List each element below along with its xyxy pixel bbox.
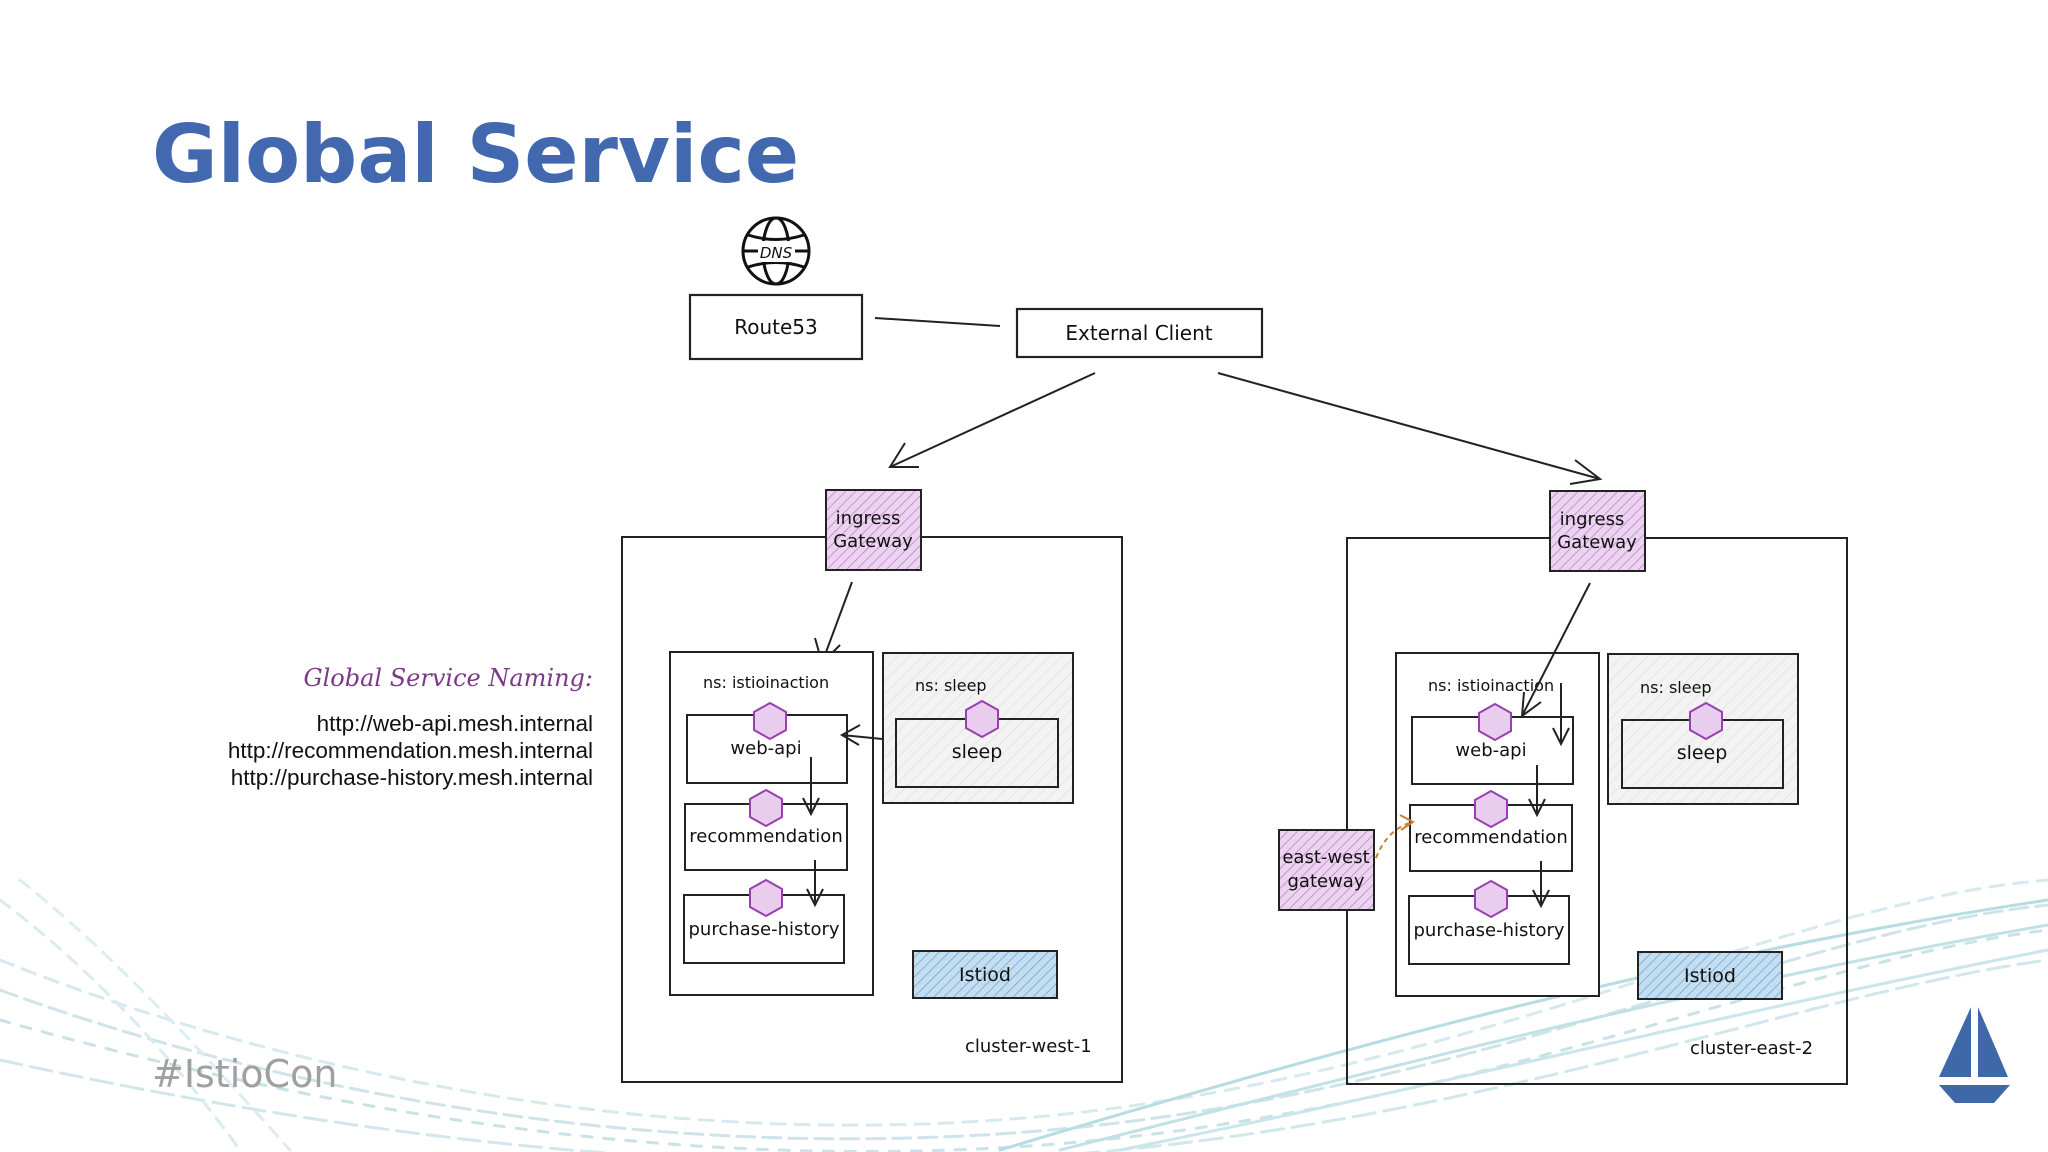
- naming-url-web-api[interactable]: http://web-api.mesh.internal: [316, 711, 593, 736]
- west-ingress-label-line1: ingress: [836, 508, 901, 529]
- west-sleep-hexagon-icon: [965, 699, 999, 739]
- route53-client-link: [874, 317, 1001, 327]
- west-ns-istioinaction-label: ns: istioinaction: [703, 673, 829, 692]
- background-waves: [0, 878, 2048, 1152]
- west-istiod-box[interactable]: [912, 950, 1058, 999]
- east-ingress-label-line1: ingress: [1560, 509, 1625, 530]
- route53-box[interactable]: [688, 293, 864, 361]
- west-ingress-label-line2: Gateway: [833, 531, 913, 552]
- west-web-api-box[interactable]: [686, 714, 848, 784]
- east-west-gateway-arrow: [1375, 814, 1415, 859]
- cluster-east-label: cluster-east-2: [1690, 1038, 1813, 1059]
- west-recommendation-label: recommendation: [689, 826, 842, 847]
- west-web-api-hexagon-icon: [753, 701, 787, 741]
- east-west-gateway-label-line1: east-west: [1282, 847, 1369, 868]
- east-ingress-label-line2: Gateway: [1557, 532, 1637, 553]
- external-client-label: External Client: [1065, 321, 1212, 345]
- naming-url-recommendation[interactable]: http://recommendation.mesh.internal: [227, 738, 593, 763]
- east-web-api-label: web-api: [1455, 740, 1526, 761]
- east-recommendation-hexagon-icon: [1474, 789, 1508, 829]
- west-ingress-gateway[interactable]: [825, 489, 922, 571]
- west-recommendation-hexagon-icon: [749, 788, 783, 828]
- west-ns-sleep-label: ns: sleep: [915, 676, 987, 695]
- global-service-naming: Global Service Naming: http://web-api.me…: [228, 664, 593, 791]
- west-ingress-arrow: [814, 581, 853, 665]
- route53-label: Route53: [734, 315, 818, 339]
- east-ingress-gateway[interactable]: [1549, 490, 1646, 572]
- east-istiod-label: Istiod: [1684, 965, 1736, 987]
- east-web-api-hexagon-icon: [1478, 702, 1512, 742]
- hashtag: #IstioCon: [152, 1052, 338, 1096]
- east-west-gateway-label-line2: gateway: [1288, 871, 1365, 892]
- east-recommendation-label: recommendation: [1414, 827, 1567, 848]
- east-ns-sleep-label: ns: sleep: [1640, 678, 1712, 697]
- external-client-box[interactable]: [1015, 307, 1264, 359]
- istio-logo-icon: [1939, 1007, 2010, 1103]
- dns-label: DNS: [760, 244, 793, 262]
- east-west-gateway[interactable]: [1278, 829, 1375, 911]
- naming-title: Global Service Naming:: [303, 664, 593, 692]
- east-ns-istioinaction-label: ns: istioinaction: [1428, 676, 1554, 695]
- slide-title: Global Service: [152, 108, 800, 201]
- east-sleep-label: sleep: [1677, 742, 1728, 764]
- cluster-west-label: cluster-west-1: [965, 1036, 1092, 1057]
- east-istiod-box[interactable]: [1637, 951, 1783, 1000]
- west-purchase-history-hexagon-icon: [749, 878, 783, 918]
- west-purchase-history-label: purchase-history: [688, 919, 839, 940]
- client-arrows: [888, 372, 1603, 485]
- east-purchase-history-hexagon-icon: [1474, 879, 1508, 919]
- west-istiod-label: Istiod: [959, 964, 1011, 986]
- east-purchase-history-label: purchase-history: [1413, 920, 1564, 941]
- west-web-api-label: web-api: [730, 738, 801, 759]
- west-sleep-label: sleep: [952, 741, 1003, 763]
- east-service-arrows: [1528, 683, 1570, 909]
- naming-url-purchase-history[interactable]: http://purchase-history.mesh.internal: [230, 765, 593, 790]
- east-sleep-hexagon-icon: [1689, 701, 1723, 741]
